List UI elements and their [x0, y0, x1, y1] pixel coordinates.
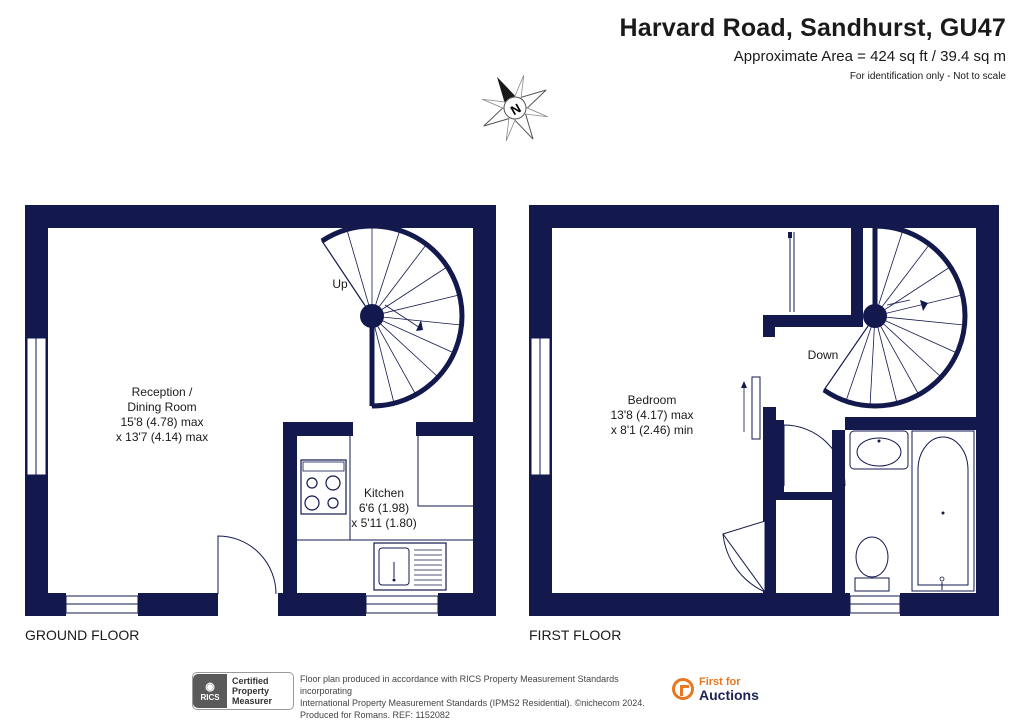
rics-logo-icon: ◉ RICS — [193, 674, 227, 708]
bedroom-dimensions-1: 13'8 (4.17) max — [611, 408, 694, 422]
page-title: Harvard Road, Sandhurst, GU47 — [619, 14, 1006, 42]
brand-line-1: First for — [699, 676, 741, 688]
bedroom-dimensions-2: x 8'1 (2.46) min — [611, 423, 693, 437]
kitchen-dimensions-2: x 5'11 (1.80) — [351, 516, 416, 530]
footer-line-1: Floor plan produced in accordance with R… — [300, 674, 619, 696]
reception-dimensions-1: 15'8 (4.78) max — [121, 415, 204, 429]
first-floor-label: FIRST FLOOR — [529, 627, 622, 643]
footer-line-3: Produced for Romans. REF: 1152082 — [300, 710, 450, 720]
footer-line-2: International Property Measurement Stand… — [300, 698, 645, 708]
reception-label: Reception / — [132, 385, 193, 399]
first-for-auctions-logo: First for Auctions — [672, 676, 759, 702]
rics-logo-text: RICS — [200, 693, 220, 702]
reception-dimensions-2: x 13'7 (4.14) max — [116, 430, 208, 444]
kitchen-dimensions-1: 6'6 (1.98) — [359, 501, 409, 515]
rics-line-3: Measurer — [232, 696, 273, 706]
spiral-staircase-up — [320, 223, 465, 409]
spiral-staircase-down — [822, 223, 968, 409]
compass-north-icon — [482, 75, 548, 141]
bedroom-label: Bedroom — [628, 393, 677, 407]
kitchen-label: Kitchen — [364, 486, 404, 500]
first-floor-plan: Down Bedroom 13'8 (4.17) max x 8'1 (2.46… — [529, 205, 999, 616]
rics-certified-badge: ◉ RICS Certified Property Measurer — [192, 672, 294, 710]
ground-floor-plan: Up Reception / Dining Room 15'8 (4.78) m… — [25, 205, 496, 616]
rics-line-1: Certified — [232, 676, 269, 686]
footer-disclaimer: Floor plan produced in accordance with R… — [300, 673, 670, 721]
stairs-down-label: Down — [808, 348, 839, 362]
ground-floor-label: GROUND FLOOR — [25, 627, 140, 643]
rics-line-2: Property — [232, 686, 270, 696]
scale-note: For identification only - Not to scale — [849, 71, 1006, 82]
stairs-up-label: Up — [332, 277, 348, 291]
approximate-area: Approximate Area = 424 sq ft / 39.4 sq m — [733, 48, 1006, 65]
brand-line-2: Auctions — [699, 687, 759, 703]
auction-logo-icon — [672, 678, 694, 700]
reception-label-line2: Dining Room — [127, 400, 196, 414]
